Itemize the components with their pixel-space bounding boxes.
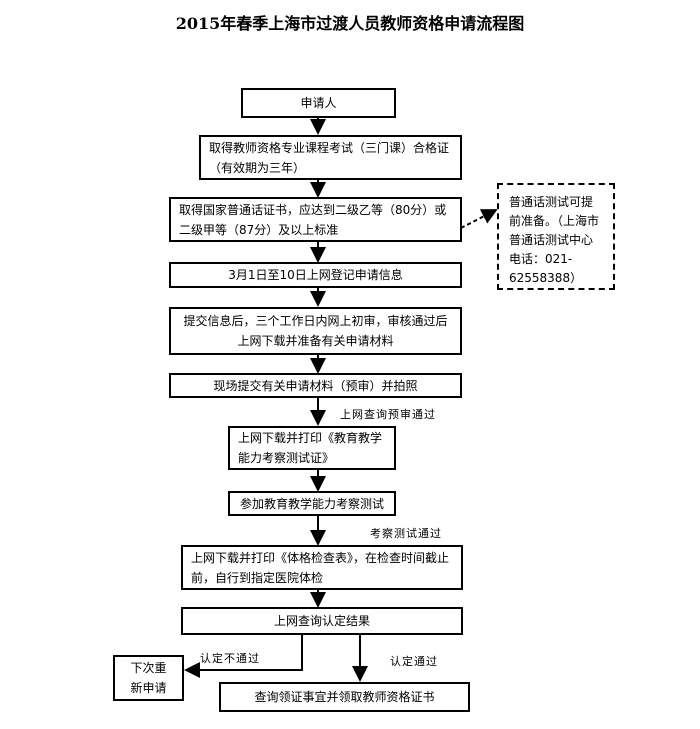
step-ability-test: 参加教育教学能力考察测试 <box>228 491 396 516</box>
label-test-pass: 考察测试通过 <box>370 527 442 540</box>
page-title: 2015年春季上海市过渡人员教师资格申请流程图 <box>175 14 525 33</box>
step-health-check: 上网下载并打印《体格检查表》，在检查时间截止前，自行到指定医院体检 <box>181 545 463 590</box>
label-pass: 认定通过 <box>390 655 438 668</box>
step-applicant: 申请人 <box>241 88 396 118</box>
step-preliminary-review: 提交信息后，三个工作日内网上初审，审核通过后上网下载并准备有关申请材料 <box>169 307 462 355</box>
step-course-certificate: 取得教师资格专业课程考试（三门课）合格证（有效期为三年） <box>199 135 462 180</box>
label-not-pass: 认定不通过 <box>200 652 260 665</box>
step-reapply: 下次重新申请 <box>113 655 184 701</box>
step-download-ability-card: 上网下载并打印《教育教学能力考察测试证》 <box>228 426 396 470</box>
putonghua-note: 普通话测试可提前准备。（上海市普通话测试中心电话：021-62558388） <box>497 183 615 290</box>
step-online-registration: 3月1日至10日上网登记申请信息 <box>169 262 462 288</box>
label-prereview-pass: 上网查询预审通过 <box>340 408 436 421</box>
step-query-result: 上网查询认定结果 <box>181 607 463 635</box>
step-putonghua-certificate: 取得国家普通话证书，应达到二级乙等（80分）或二级甲等（87分）及以上标准 <box>169 197 462 242</box>
step-onsite-submission: 现场提交有关申请材料（预审）并拍照 <box>169 373 462 398</box>
step-collect-certificate: 查询领证事宜并领取教师资格证书 <box>219 682 470 712</box>
